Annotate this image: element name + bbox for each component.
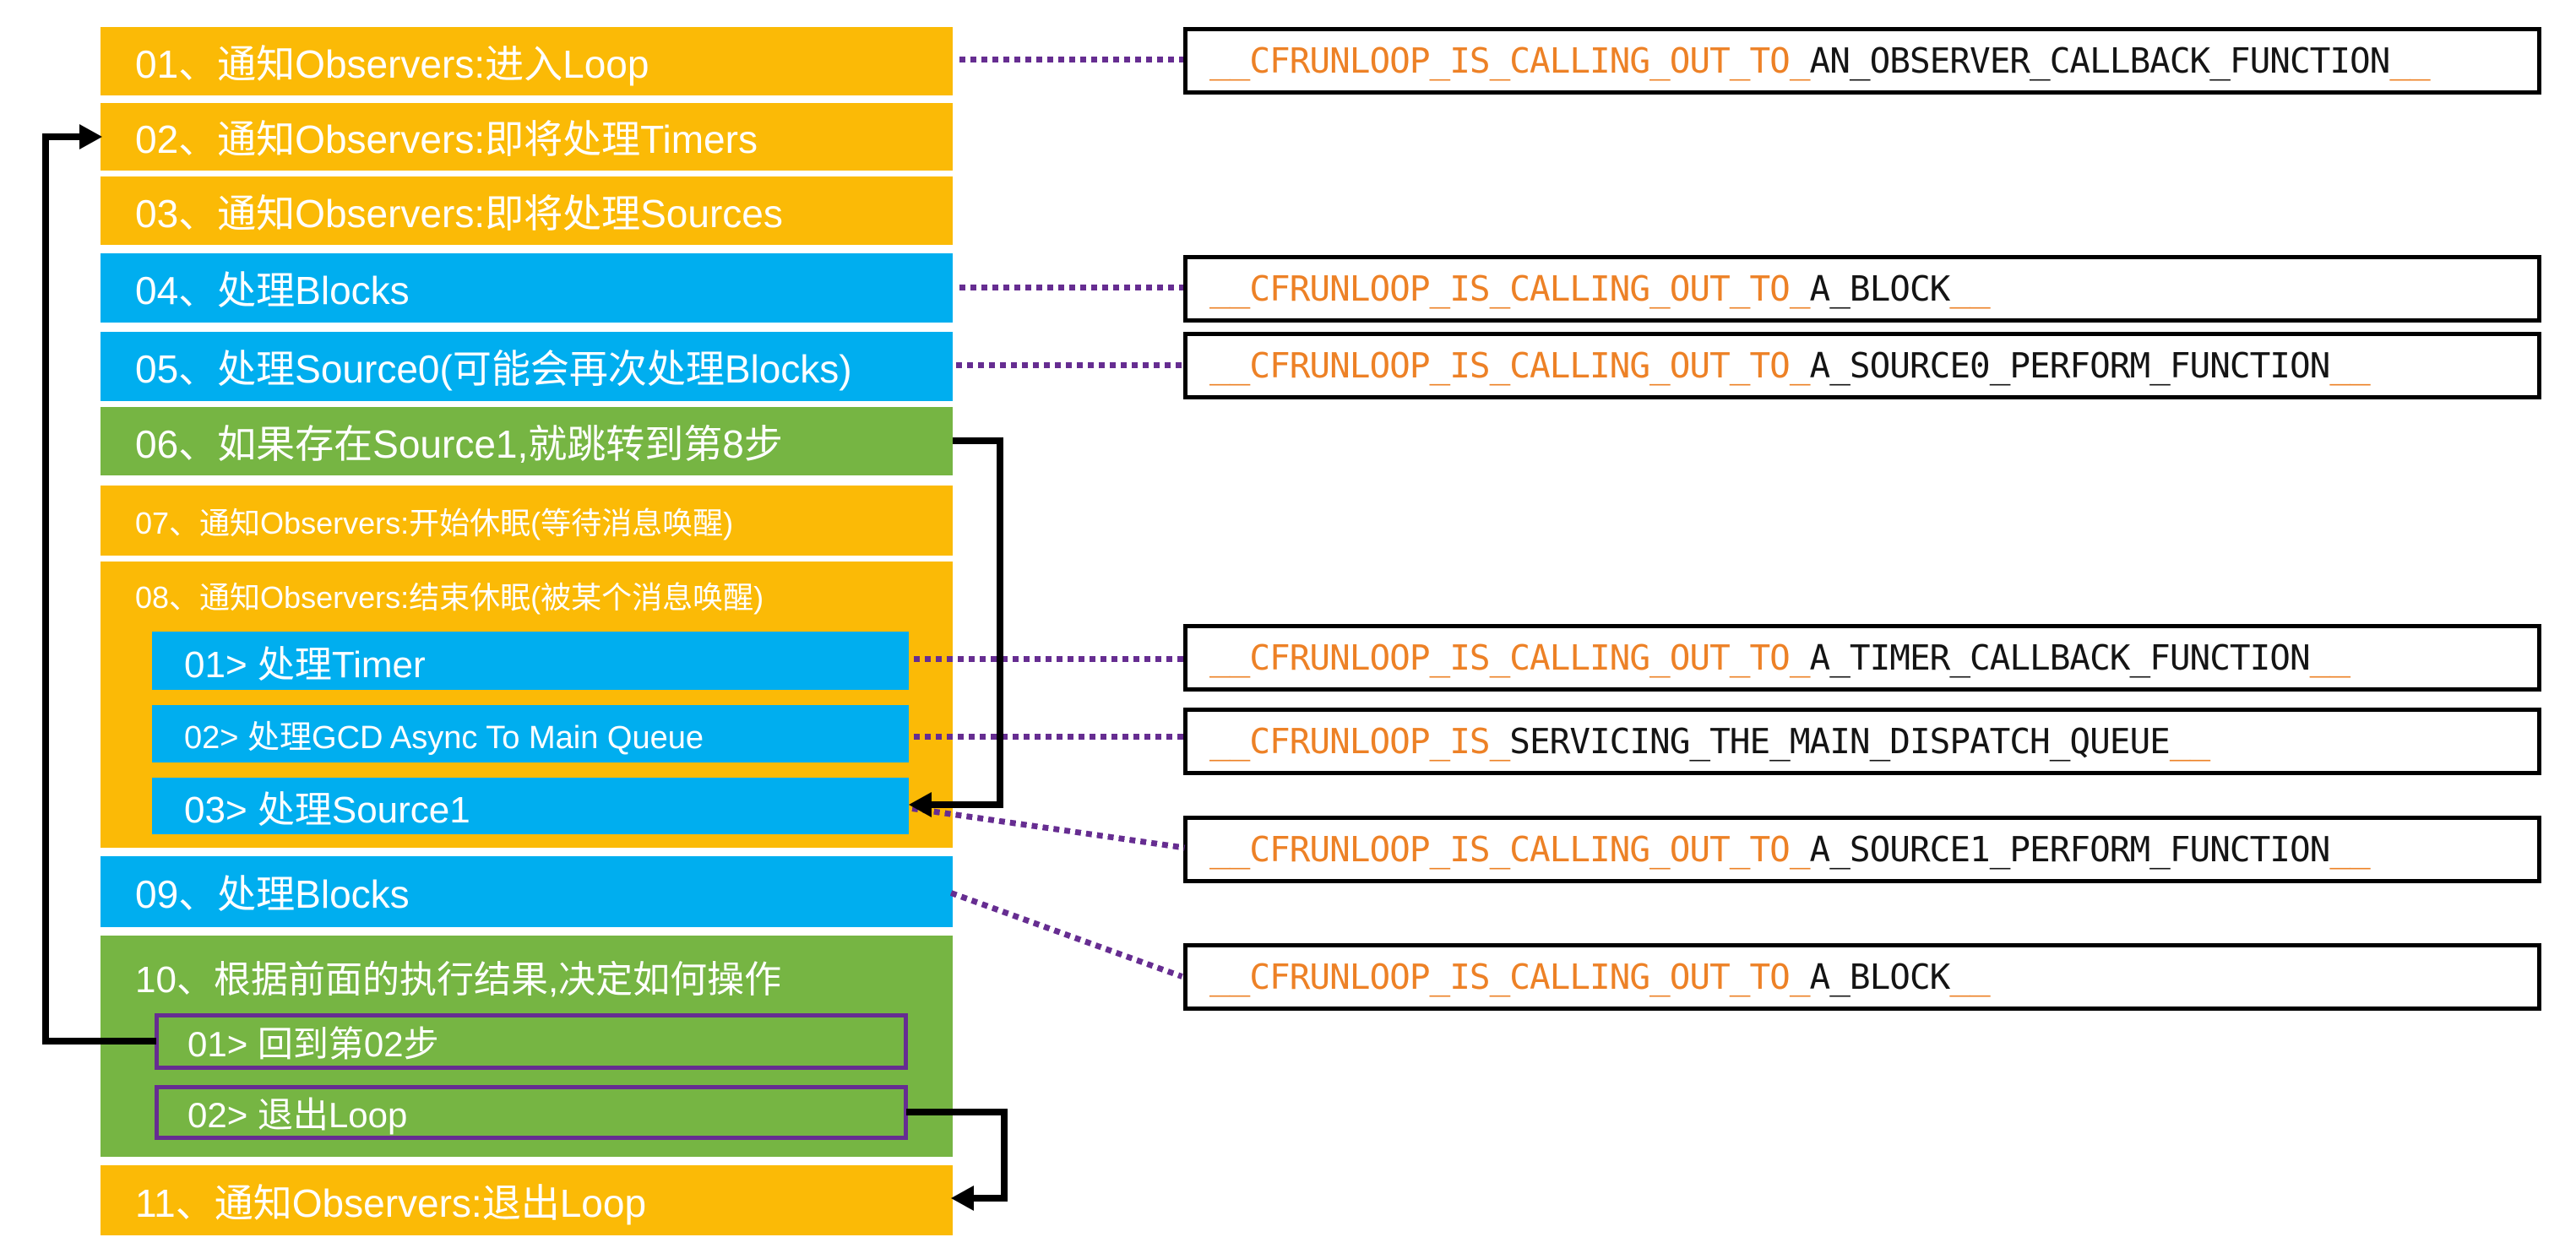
callout-source0-perform-main: A_SOURCE0_PERFORM_FUNCTION: [1809, 345, 2331, 386]
step-05-label: 05、处理Source0(可能会再次处理Blocks): [135, 347, 852, 391]
callout-block-1-suffix: __: [1949, 269, 1990, 309]
step-10-sub-02-box: 02> 退出Loop: [155, 1085, 908, 1140]
callout-main-dispatch-queue-box: __CFRUNLOOP_IS_SERVICING_THE_MAIN_DISPAT…: [1183, 708, 2541, 775]
arrow-back-to-step02-bottom-segment: [42, 1038, 156, 1045]
callout-block-2-prefix: __CFRUNLOOP_IS_CALLING_OUT_TO_: [1209, 957, 1811, 997]
step-06-label: 06、如果存在Source1,就跳转到第8步: [135, 421, 783, 466]
dotted-connector-source1-to-source1-perform: [911, 806, 1186, 851]
dotted-connector-step09-to-block: [949, 890, 1183, 979]
callout-observer-callback-prefix: __CFRUNLOOP_IS_CALLING_OUT_TO_: [1209, 41, 1811, 81]
callout-source0-perform-prefix: __CFRUNLOOP_IS_CALLING_OUT_TO_: [1209, 345, 1811, 386]
callout-source1-perform-box: __CFRUNLOOP_IS_CALLING_OUT_TO_A_SOURCE1_…: [1183, 816, 2541, 883]
step-08-sub-01-box: 01> 处理Timer: [152, 632, 909, 690]
arrow-exit-to-step11-head-icon: [951, 1186, 974, 1211]
step-08-sub-01-label: 01> 处理Timer: [184, 643, 426, 686]
callout-main-dispatch-queue-prefix: __CFRUNLOOP_IS_: [1209, 721, 1510, 762]
step-08-sub-02-box: 02> 处理GCD Async To Main Queue: [152, 705, 909, 762]
step-01-label: 01、通知Observers:进入Loop: [135, 41, 649, 86]
step-03-label: 03、通知Observers:即将处理Sources: [135, 191, 783, 236]
callout-observer-callback-box: __CFRUNLOOP_IS_CALLING_OUT_TO_AN_OBSERVE…: [1183, 27, 2541, 95]
step-06-box: 06、如果存在Source1,就跳转到第8步: [101, 407, 953, 475]
callout-main-dispatch-queue-suffix: __: [2169, 721, 2210, 762]
step-10-box: 10、根据前面的执行结果,决定如何操作 01> 回到第02步 02> 退出Loo…: [101, 936, 953, 1157]
dotted-connector-gcd-to-dispatch-queue: [914, 734, 1183, 740]
step-08-box: 08、通知Observers:结束休眠(被某个消息唤醒) 01> 处理Timer…: [101, 562, 953, 848]
callout-source0-perform-box: __CFRUNLOOP_IS_CALLING_OUT_TO_A_SOURCE0_…: [1183, 332, 2541, 399]
step-03-box: 03、通知Observers:即将处理Sources: [101, 176, 953, 245]
step-10-sub-02-label: 02> 退出Loop: [187, 1095, 408, 1135]
callout-timer-callback-box: __CFRUNLOOP_IS_CALLING_OUT_TO_A_TIMER_CA…: [1183, 624, 2541, 692]
callout-block-2-suffix: __: [1949, 957, 1990, 997]
dotted-connector-timer-to-timer-callback: [914, 656, 1183, 662]
dotted-connector-step05-to-source0-perform: [956, 362, 1183, 368]
step-10-label: 10、根据前面的执行结果,决定如何操作: [135, 959, 782, 1001]
step-11-box: 11、通知Observers:退出Loop: [101, 1165, 953, 1235]
callout-block-2-main: A_BLOCK: [1809, 957, 1951, 997]
callout-observer-callback-suffix: __: [2389, 41, 2430, 81]
arrow-exit-to-step11-vertical-segment: [1001, 1109, 1008, 1202]
step-08-sub-03-box: 03> 处理Source1: [152, 778, 909, 834]
step-05-box: 05、处理Source0(可能会再次处理Blocks): [101, 332, 953, 401]
arrow-jump-to-step08-top-segment: [953, 437, 1003, 444]
step-11-label: 11、通知Observers:退出Loop: [135, 1180, 647, 1225]
callout-block-1-box: __CFRUNLOOP_IS_CALLING_OUT_TO_A_BLOCK__: [1183, 255, 2541, 323]
step-08-sub-03-label: 03> 处理Source1: [184, 789, 470, 831]
step-02-label: 02、通知Observers:即将处理Timers: [135, 117, 758, 161]
arrow-exit-to-step11-top-segment: [906, 1109, 1008, 1115]
step-08-label: 08、通知Observers:结束休眠(被某个消息唤醒): [135, 580, 764, 615]
callout-source1-perform-prefix: __CFRUNLOOP_IS_CALLING_OUT_TO_: [1209, 829, 1811, 870]
callout-observer-callback-main: AN_OBSERVER_CALLBACK_FUNCTION: [1809, 41, 2391, 81]
arrow-back-to-step02-head-icon: [79, 124, 102, 149]
callout-timer-callback-prefix: __CFRUNLOOP_IS_CALLING_OUT_TO_: [1209, 638, 1811, 678]
callout-timer-callback-main: A_TIMER_CALLBACK_FUNCTION: [1809, 638, 2311, 678]
step-10-sub-01-label: 01> 回到第02步: [187, 1024, 439, 1064]
step-09-box: 09、处理Blocks: [101, 856, 953, 927]
step-04-box: 04、处理Blocks: [101, 253, 953, 323]
step-07-label: 07、通知Observers:开始休眠(等待消息唤醒): [135, 505, 734, 540]
arrow-back-to-step02-vertical-segment: [42, 133, 49, 1045]
step-04-label: 04、处理Blocks: [135, 269, 410, 312]
callout-source1-perform-suffix: __: [2329, 829, 2370, 870]
arrow-jump-to-step08-bottom-segment: [931, 801, 1003, 808]
callout-block-1-prefix: __CFRUNLOOP_IS_CALLING_OUT_TO_: [1209, 269, 1811, 309]
callout-block-1-main: A_BLOCK: [1809, 269, 1951, 309]
callout-source1-perform-main: A_SOURCE1_PERFORM_FUNCTION: [1809, 829, 2331, 870]
step-01-box: 01、通知Observers:进入Loop: [101, 27, 953, 95]
step-09-label: 09、处理Blocks: [135, 872, 410, 916]
arrow-jump-to-step08-vertical-segment: [997, 437, 1003, 806]
step-08-sub-02-label: 02> 处理GCD Async To Main Queue: [184, 719, 704, 756]
arrow-back-to-step02-top-segment: [42, 133, 80, 140]
callout-block-2-box: __CFRUNLOOP_IS_CALLING_OUT_TO_A_BLOCK__: [1183, 943, 2541, 1011]
arrow-jump-to-step08-head-icon: [909, 792, 932, 817]
step-02-box: 02、通知Observers:即将处理Timers: [101, 103, 953, 171]
dotted-connector-step01-to-observer-callback: [959, 57, 1183, 62]
step-07-box: 07、通知Observers:开始休眠(等待消息唤醒): [101, 486, 953, 556]
dotted-connector-step04-to-block: [959, 285, 1183, 290]
arrow-exit-to-step11-bottom-segment: [971, 1195, 1008, 1202]
step-10-sub-01-box: 01> 回到第02步: [155, 1013, 908, 1070]
callout-source0-perform-suffix: __: [2329, 345, 2370, 386]
callout-timer-callback-suffix: __: [2309, 638, 2350, 678]
callout-main-dispatch-queue-main: SERVICING_THE_MAIN_DISPATCH_QUEUE: [1509, 721, 2171, 762]
